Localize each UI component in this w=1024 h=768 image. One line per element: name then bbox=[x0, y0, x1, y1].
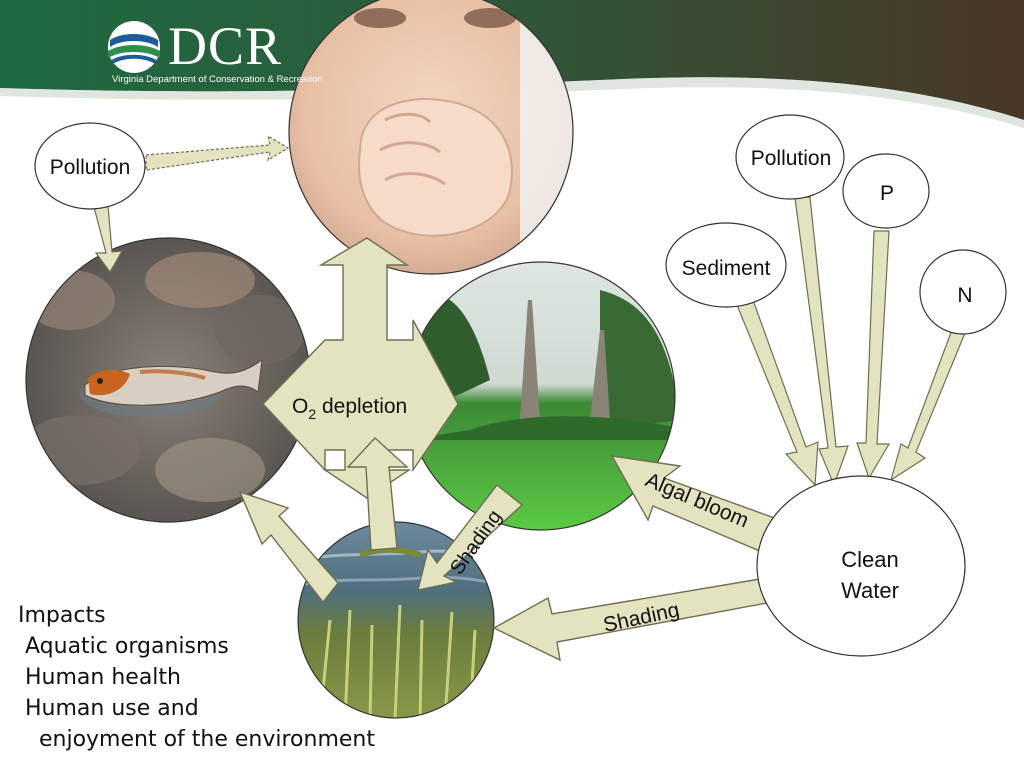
pollution-right-label: Pollution bbox=[751, 147, 832, 170]
p-node bbox=[842, 153, 930, 229]
arrow-pollution-right-to-clean bbox=[794, 196, 849, 487]
arrow-grass-to-fish bbox=[238, 490, 339, 604]
pollution-left-node bbox=[34, 122, 146, 210]
impacts-item-1: Aquatic organisms bbox=[25, 634, 229, 659]
clean-water-label-1: Clean bbox=[841, 547, 898, 572]
dead-fish-image bbox=[26, 238, 310, 522]
o2-suffix: depletion bbox=[316, 395, 407, 418]
child-face-image bbox=[289, 0, 573, 274]
arrow-clean-to-grass bbox=[492, 577, 773, 662]
arrow-grass-to-o2 bbox=[346, 437, 409, 551]
n-label: N bbox=[957, 284, 972, 307]
arrow-p-to-clean bbox=[856, 230, 891, 480]
arrow-sediment-to-clean bbox=[736, 299, 819, 487]
o2-prefix: O bbox=[292, 395, 308, 418]
clean-water-node bbox=[756, 475, 966, 657]
arrow-pollution-to-face bbox=[145, 134, 290, 171]
impacts-item-4: enjoyment of the environment bbox=[25, 727, 375, 752]
impacts-item-2: Human health bbox=[25, 665, 181, 690]
pollution-left-label: Pollution bbox=[50, 156, 131, 179]
n-node bbox=[919, 249, 1007, 335]
impacts-title: Impacts bbox=[18, 603, 106, 628]
arrow-n-to-clean bbox=[889, 326, 966, 482]
logo-name: DCR bbox=[168, 16, 283, 76]
o2-depletion-label: O2 depletion bbox=[292, 395, 407, 422]
clean-water-label-2: Water bbox=[841, 578, 899, 603]
logo-subtitle: Virginia Department of Conservation & Re… bbox=[112, 74, 323, 85]
sediment-node bbox=[665, 222, 787, 308]
o2-subscript: 2 bbox=[308, 406, 316, 422]
dcr-logo-icon bbox=[108, 21, 160, 73]
sediment-label: Sediment bbox=[682, 257, 771, 280]
pollution-right-node bbox=[735, 114, 845, 200]
arrow-pollution-to-fish bbox=[93, 205, 124, 274]
impacts-item-3: Human use and bbox=[25, 696, 199, 721]
arrow-bloom-shading bbox=[417, 484, 524, 591]
p-label: P bbox=[880, 182, 894, 205]
